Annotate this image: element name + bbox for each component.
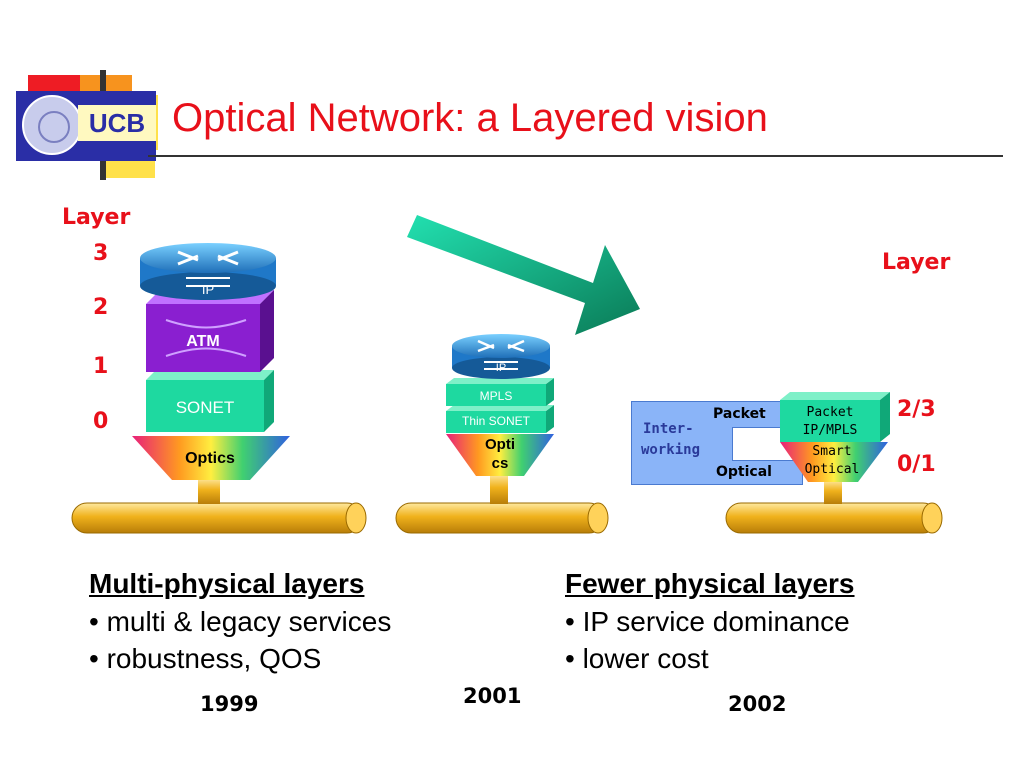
layer-2: 2	[93, 295, 109, 320]
right-layer-heading: Layer	[882, 250, 951, 275]
year-2001: 2001	[463, 684, 522, 708]
layer-1: 1	[93, 354, 109, 379]
router-icon-2001	[452, 334, 550, 379]
packet-box-label-a: Packet	[806, 405, 854, 420]
optics-label-1999: Optics	[185, 450, 235, 467]
pipe-stem-2002	[824, 480, 842, 504]
thin-sonet-label-2001: Thin SONET	[461, 414, 530, 428]
right-bullet-1: • IP service dominance	[565, 606, 850, 637]
pipe-stem-2001	[490, 474, 508, 504]
smart-optical-funnel	[780, 442, 888, 482]
pipe-1999	[71, 502, 367, 534]
left-bullet-2: • robustness, QOS	[89, 643, 322, 674]
ucb-logo-block: UCB	[16, 91, 156, 161]
interworking-label-a: Inter-	[643, 421, 694, 437]
smart-label-a: Smart	[812, 444, 852, 459]
transition-arrow-icon	[407, 215, 640, 335]
header-rule	[148, 155, 1003, 157]
interworking-label-b: working	[641, 442, 701, 458]
router-label-2001: IP	[495, 362, 507, 374]
layer-3: 3	[93, 241, 109, 266]
pipe-2001	[395, 502, 609, 534]
thin-sonet-box-2001	[446, 405, 554, 433]
ucb-logo-text: UCB	[78, 105, 156, 141]
seal-inner	[38, 111, 70, 143]
packet-box-label-b: IP/MPLS	[802, 423, 858, 438]
optics-label-2001-b: cs	[491, 455, 509, 472]
layer-2-3: 2/3	[897, 397, 936, 422]
mpls-label-2001: MPLS	[479, 389, 513, 403]
optics-funnel-2001	[446, 434, 554, 476]
smart-label-b: Optical	[804, 462, 860, 477]
optical-label: Optical	[716, 464, 772, 480]
router-icon-1999	[140, 243, 276, 300]
page-title: Optical Network: a Layered vision	[172, 96, 768, 140]
layer-0: 0	[93, 409, 109, 434]
optics-funnel-1999	[132, 436, 290, 480]
year-2002: 2002	[728, 692, 787, 716]
ucb-seal-icon	[22, 95, 82, 155]
pipe-2002	[725, 502, 943, 534]
atm-label-1999: ATM	[186, 333, 220, 350]
mpls-box-2001	[446, 378, 554, 406]
sonet-box-1999	[146, 370, 274, 432]
optics-label-2001-a: Opti	[485, 436, 515, 453]
packet-ipmpls-box	[780, 392, 890, 442]
sonet-label-1999: SONET	[175, 398, 235, 417]
left-layer-heading: Layer	[62, 205, 131, 230]
right-bullet-2: • lower cost	[565, 643, 709, 674]
left-bullet-1: • multi & legacy services	[89, 606, 392, 637]
router-label-1999: IP	[201, 282, 215, 297]
layer-0-1: 0/1	[897, 452, 936, 477]
pipe-stem-1999	[198, 478, 220, 504]
packet-label: Packet	[713, 406, 766, 422]
year-1999: 1999	[200, 692, 259, 716]
left-heading: Multi-physical layers	[89, 568, 365, 599]
right-heading: Fewer physical layers	[565, 568, 855, 599]
